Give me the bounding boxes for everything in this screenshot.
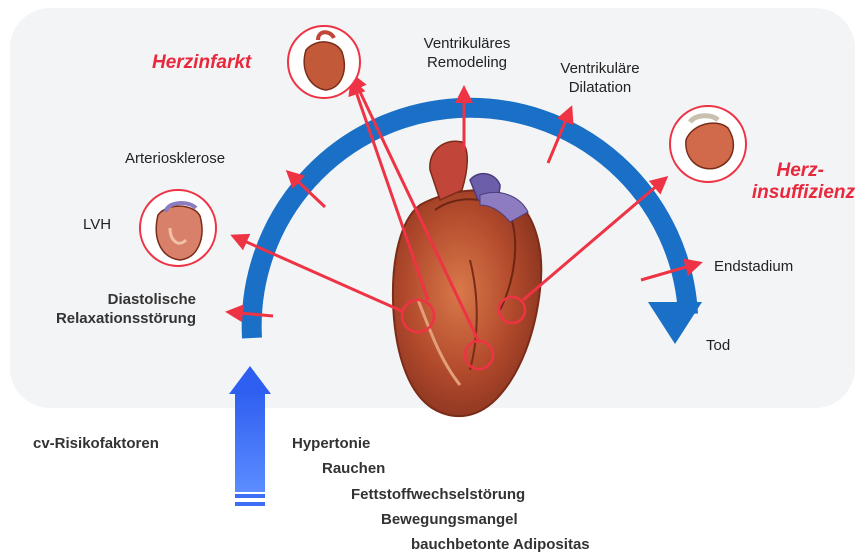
label-dilatation-line1: Ventrikuläre <box>536 59 664 78</box>
label-ventrikulaeres-remodeling: Ventrikuläres Remodeling <box>400 34 534 72</box>
lvh-thumbnail <box>140 190 216 266</box>
label-arteriosklerose: Arteriosklerose <box>125 149 225 168</box>
label-diastolische-line1: Diastolische <box>10 290 196 309</box>
label-dilatation-line2: Dilatation <box>536 78 664 97</box>
arrow-to-herzinsuffizienz <box>523 178 666 300</box>
label-herzinsuffizienz: Herz- insuffizienz <box>730 160 855 204</box>
arrow-to-diastolische <box>228 312 273 316</box>
risk-factor-2: Rauchen <box>322 459 385 478</box>
label-diastolische-line2: Relaxationsstörung <box>10 309 196 328</box>
heart-illustration <box>393 141 541 416</box>
label-ventrikulaere-dilatation: Ventrikuläre Dilatation <box>536 59 664 97</box>
label-cv-risikofaktoren: cv-Risikofaktoren <box>33 434 159 453</box>
label-lvh: LVH <box>83 215 111 234</box>
risk-factor-3: Fettstoffwechselstörung <box>351 485 525 504</box>
label-endstadium: Endstadium <box>714 257 793 276</box>
label-herzinsuffizienz-line2: insuffizienz <box>730 182 855 204</box>
risk-factor-4: Bewegungsmangel <box>381 510 518 529</box>
label-remodeling-line1: Ventrikuläres <box>400 34 534 53</box>
risk-factor-arrow <box>229 366 271 506</box>
label-herzinsuffizienz-line1: Herz- <box>730 160 855 182</box>
label-diastolische-relaxationsstoerung: Diastolische Relaxationsstörung <box>10 290 196 328</box>
label-tod: Tod <box>706 336 730 355</box>
risk-factor-1: Hypertonie <box>292 434 370 453</box>
label-herzinfarkt: Herzinfarkt <box>152 52 251 74</box>
progression-arc-arrowhead <box>648 302 702 344</box>
risk-factor-5: bauchbetonte Adipositas <box>411 535 590 554</box>
label-remodeling-line2: Remodeling <box>400 53 534 72</box>
herzinfarkt-thumbnail <box>288 26 360 98</box>
